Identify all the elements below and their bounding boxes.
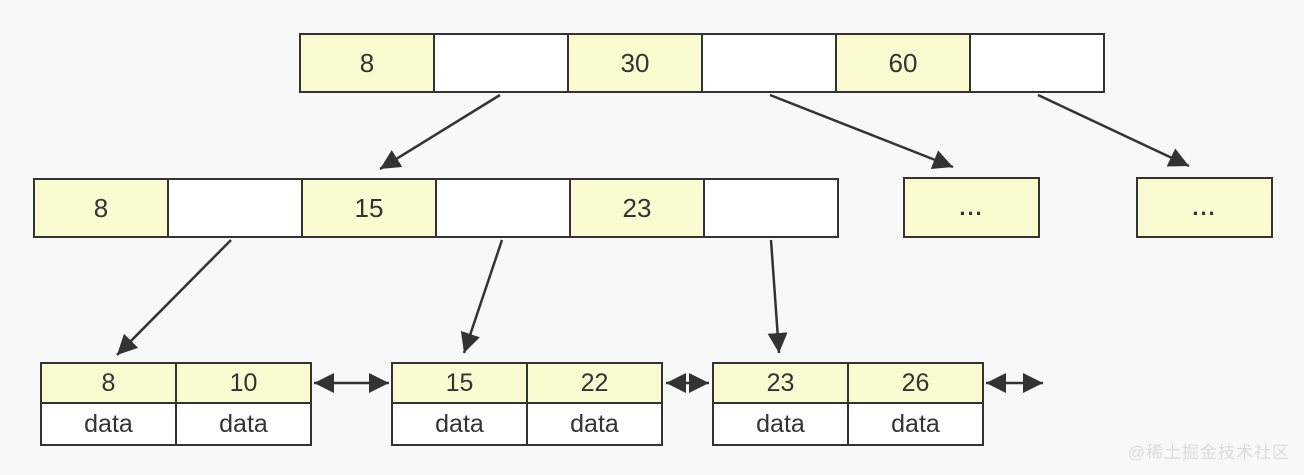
edge-internal-pointer3-to-leaf-3 (767, 239, 788, 354)
leaf-key-cell: 15 (393, 364, 526, 404)
internal-pointer-cell (703, 180, 837, 236)
ellipsis-node: ... (1136, 177, 1273, 238)
ellipsis-node: ... (903, 177, 1040, 238)
leaf-data-cell: data (393, 404, 526, 444)
edge-root-pointer3-to-ellipsis-2 (1037, 93, 1190, 168)
internal-key-cell: 23 (569, 180, 703, 236)
edge-internal-pointer2-to-leaf-2 (460, 239, 504, 354)
internal-key-cell: 15 (301, 180, 435, 236)
internal-pointer-cell (167, 180, 301, 236)
edge-root-pointer1-to-internal (379, 93, 501, 171)
leaf-key-cell: 8 (42, 364, 175, 404)
leaf-data-cell: data (175, 404, 310, 444)
internal-key-cell: 8 (35, 180, 167, 236)
leaf-data-cell: data (526, 404, 661, 444)
leaf-node: 23 26 data data (712, 362, 984, 446)
root-pointer-cell (433, 35, 567, 91)
root-key-cell: 8 (301, 35, 433, 91)
leaf-node: 8 10 data data (40, 362, 312, 446)
leaf-key-cell: 10 (175, 364, 310, 404)
edge-internal-pointer1-to-leaf-1 (116, 239, 232, 356)
leaf-data-cell: data (847, 404, 982, 444)
leaf-key-cell: 23 (714, 364, 847, 404)
root-pointer-cell (969, 35, 1103, 91)
internal-node: 8 15 23 (33, 178, 839, 238)
leaf-node: 15 22 data data (391, 362, 663, 446)
root-key-cell: 60 (835, 35, 969, 91)
edge-root-pointer2-to-ellipsis-1 (769, 93, 954, 169)
leaf-data-cell: data (42, 404, 175, 444)
root-pointer-cell (701, 35, 835, 91)
root-node: 8 30 60 (299, 33, 1105, 93)
leaf-key-cell: 26 (847, 364, 982, 404)
leaf-key-cell: 22 (526, 364, 661, 404)
leaf-data-cell: data (714, 404, 847, 444)
internal-pointer-cell (435, 180, 569, 236)
watermark: @稀土掘金技术社区 (1127, 443, 1290, 462)
root-key-cell: 30 (567, 35, 701, 91)
